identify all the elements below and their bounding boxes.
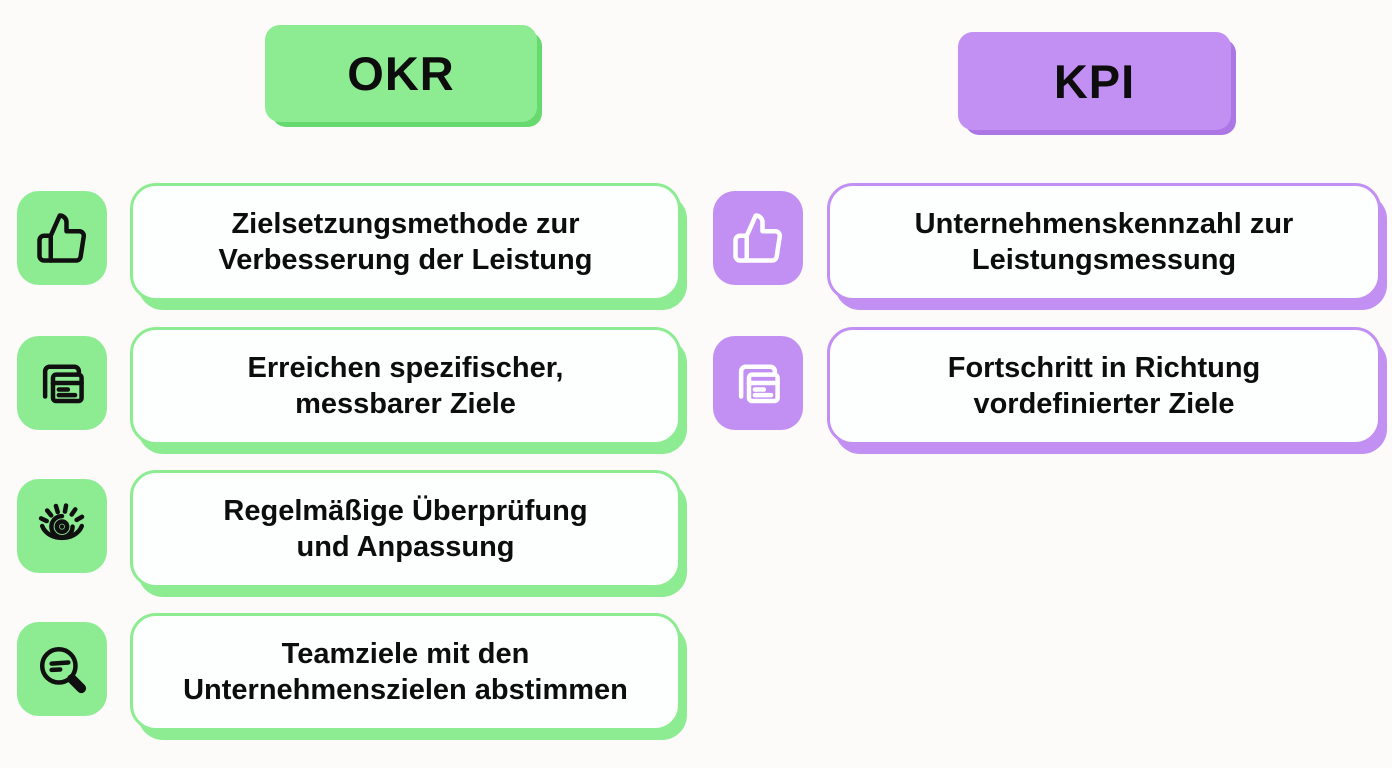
documents-icon xyxy=(738,364,780,404)
eye-icon xyxy=(38,503,85,541)
card-text: Unternehmenskennzahl zur Leistungsmessun… xyxy=(914,207,1294,276)
kpi-card: Unternehmenskennzahl zur Leistungsmessun… xyxy=(827,183,1381,301)
okr-card: Regelmäßige Überprüfung und Anpassung xyxy=(130,470,681,588)
eye-icon-tile xyxy=(17,479,107,573)
thumbs-up-icon-tile xyxy=(17,191,107,285)
card-text: Fortschritt in Richtung vordefinierter Z… xyxy=(947,351,1261,420)
kpi-header: KPI xyxy=(958,32,1231,130)
documents-icon-tile xyxy=(713,336,803,430)
thumbs-up-icon xyxy=(37,213,86,263)
kpi-card: Fortschritt in Richtung vordefinierter Z… xyxy=(827,327,1381,445)
card-text: Regelmäßige Überprüfung und Anpassung xyxy=(223,494,588,563)
magnifier-icon-tile xyxy=(17,622,107,716)
documents-icon xyxy=(42,364,84,404)
card-text: Teamziele mit den Unternehmenszielen abs… xyxy=(183,637,628,706)
okr-card: Teamziele mit den Unternehmenszielen abs… xyxy=(130,613,681,731)
okr-header: OKR xyxy=(265,25,537,122)
thumbs-up-icon-tile xyxy=(713,191,803,285)
okr-card: Erreichen spezifischer, messbarer Ziele xyxy=(130,327,681,445)
documents-icon-tile xyxy=(17,336,107,430)
okr-card: Zielsetzungsmethode zur Verbesserung der… xyxy=(130,183,681,301)
magnifier-icon xyxy=(39,646,87,694)
thumbs-up-icon xyxy=(733,213,782,263)
card-text: Zielsetzungsmethode zur Verbesserung der… xyxy=(218,207,593,276)
card-text: Erreichen spezifischer, messbarer Ziele xyxy=(247,351,564,420)
